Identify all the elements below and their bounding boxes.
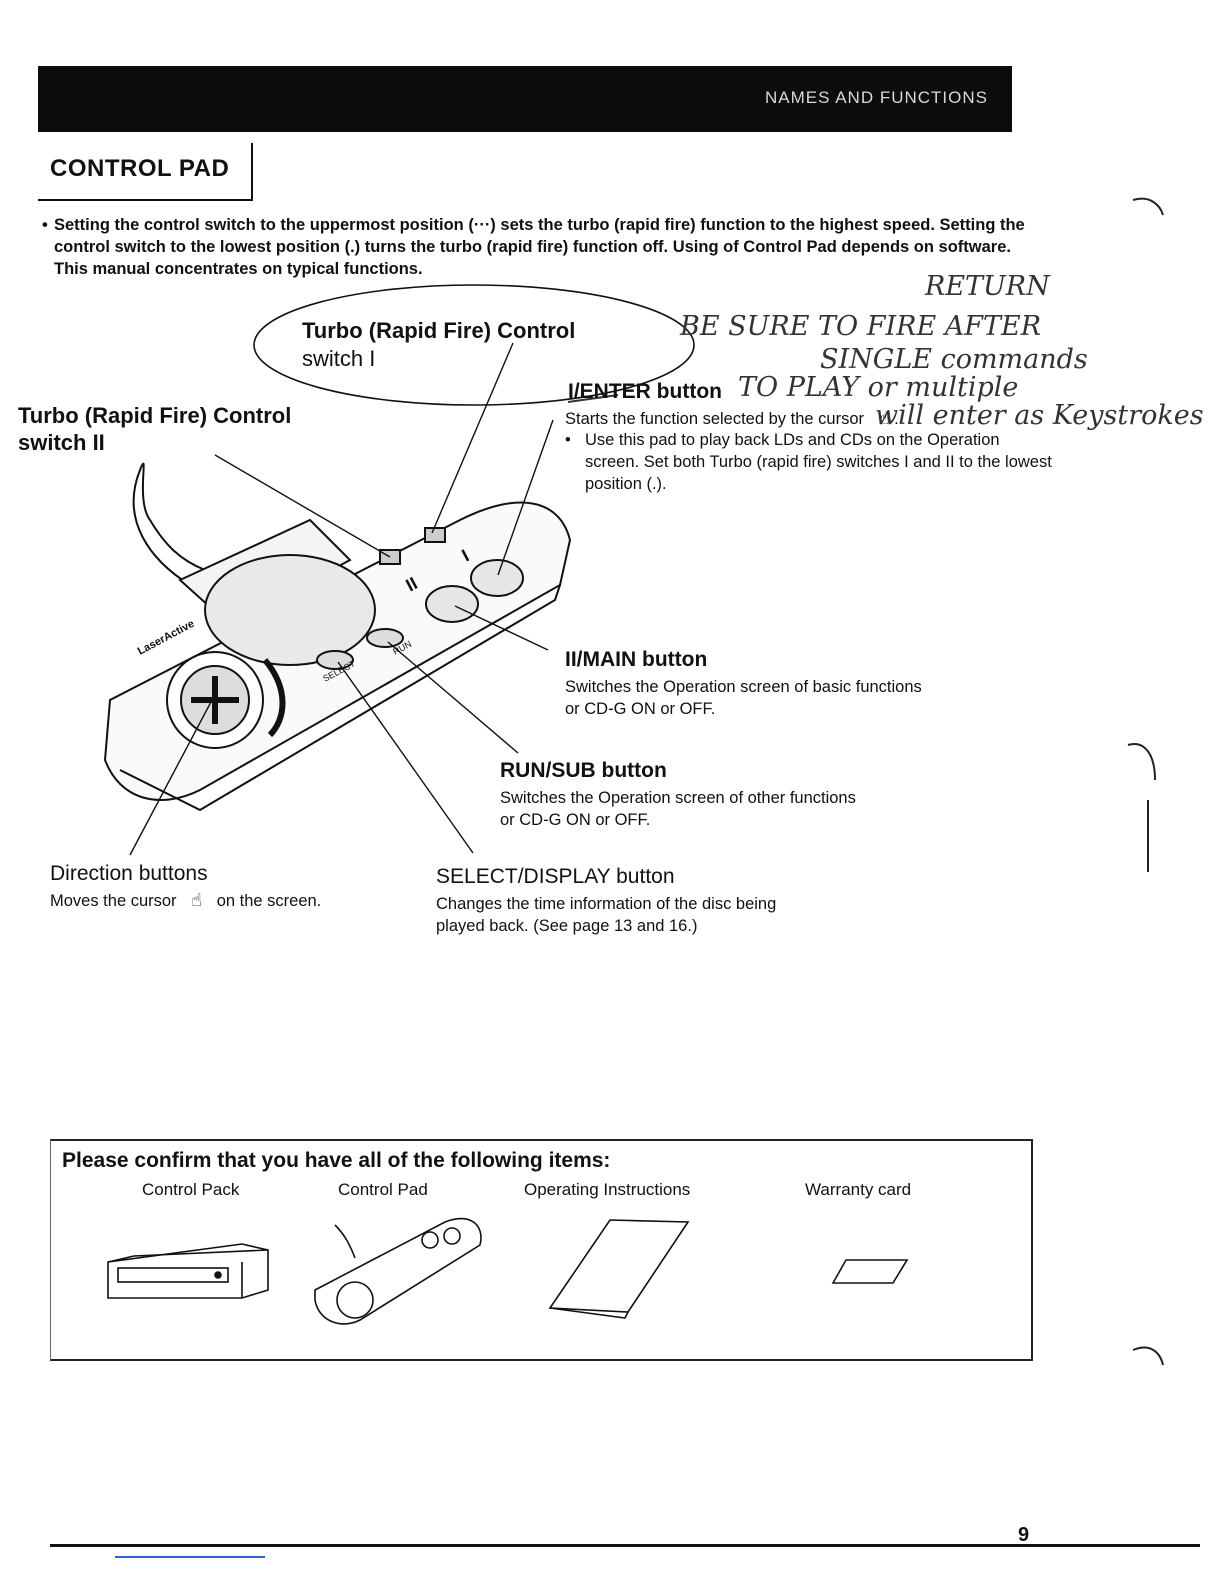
leader-turbo-2 bbox=[214, 454, 391, 558]
cable bbox=[132, 462, 206, 586]
select-button-desc-2: played back. (See page 13 and 16.) bbox=[436, 917, 698, 935]
margin-marks bbox=[1127, 197, 1164, 1366]
main-button-label: II/MAIN button bbox=[565, 648, 708, 671]
control-pack-illustration bbox=[107, 1243, 269, 1299]
intro-bullet: • bbox=[42, 216, 48, 234]
hand-line-3: SINGLE commands bbox=[820, 344, 1088, 375]
hand-cursor-icon: ☝ bbox=[191, 890, 203, 910]
hand-line-5: will enter as Keystrokes bbox=[875, 400, 1204, 431]
enter-button-label: I/ENTER button bbox=[568, 380, 722, 403]
item-warranty-card-label: Warranty card bbox=[805, 1180, 912, 1199]
warranty-card-illustration bbox=[831, 1259, 909, 1284]
direction-buttons-label: Direction buttons bbox=[50, 862, 208, 885]
direction-desc-before: Moves the cursor bbox=[50, 892, 177, 910]
leader-select bbox=[337, 661, 474, 854]
control-pad-illustration bbox=[314, 1217, 482, 1325]
footer-link-underline bbox=[115, 1556, 265, 1558]
leader-direction bbox=[129, 699, 213, 856]
intro-text: Setting the control switch to the upperm… bbox=[54, 216, 1025, 278]
footer-rule bbox=[50, 1544, 1200, 1547]
leader-run bbox=[387, 641, 519, 754]
items-checklist-title: Please confirm that you have all of the … bbox=[62, 1149, 611, 1172]
intro-paragraph: • Setting the control switch to the uppe… bbox=[42, 214, 1042, 280]
leader-enter bbox=[497, 419, 554, 576]
leader-main bbox=[454, 605, 549, 651]
hand-line-4: TO PLAY or multiple bbox=[738, 372, 1018, 403]
direction-arc bbox=[262, 658, 286, 738]
pad-dome bbox=[204, 554, 376, 666]
enter-button-desc: Starts the function selected by the curs… bbox=[565, 410, 864, 428]
header-title: NAMES AND FUNCTIONS bbox=[764, 88, 988, 107]
desc-period: . bbox=[894, 410, 899, 428]
turbo-switch-1-shape bbox=[424, 527, 446, 543]
main-button-shape bbox=[425, 585, 479, 623]
pad-lower-edge bbox=[119, 584, 561, 812]
strike-mark bbox=[567, 394, 619, 403]
turbo-switch-1-sublabel: switch I bbox=[302, 346, 376, 371]
select-button-shape bbox=[316, 650, 354, 670]
item-control-pad-label: Control Pad bbox=[338, 1180, 428, 1199]
run-button-desc-1: Switches the Operation screen of other f… bbox=[500, 789, 856, 807]
section-title: CONTROL PAD bbox=[50, 155, 230, 182]
intro-text-wrap: • Setting the control switch to the uppe… bbox=[42, 214, 1042, 280]
direction-cross bbox=[191, 676, 239, 724]
hand-line-1: RETURN bbox=[924, 271, 1051, 302]
enter-button-desc-row: Starts the function selected by the curs… bbox=[565, 407, 899, 430]
leader-lines bbox=[129, 342, 554, 856]
section-title-box bbox=[38, 143, 253, 201]
device-illustration bbox=[103, 462, 572, 812]
turbo-switch-1-label: Turbo (Rapid Fire) Control bbox=[302, 318, 576, 343]
hand-cursor-icon: ☝ bbox=[878, 408, 890, 428]
page-number: 9 bbox=[1018, 1524, 1030, 1546]
select-button-desc-1: Changes the time information of the disc… bbox=[436, 895, 777, 913]
select-button-label: SELECT/DISPLAY button bbox=[436, 865, 675, 888]
run-button-desc-2: or CD-G ON or OFF. bbox=[500, 811, 651, 829]
handwritten-note: RETURN BE SURE TO FIRE AFTER SINGLE comm… bbox=[567, 271, 1204, 431]
run-button-label: RUN/SUB button bbox=[500, 759, 667, 782]
main-button-desc-1: Switches the Operation screen of basic f… bbox=[565, 678, 922, 696]
enter-note-bullet: • bbox=[565, 431, 571, 449]
enter-note-text: Use this pad to play back LDs and CDs on… bbox=[585, 431, 1052, 493]
margin-mark-4 bbox=[1132, 1346, 1164, 1366]
item-operating-instructions-label: Operating Instructions bbox=[524, 1180, 691, 1199]
turbo-switch-2-label: Turbo (Rapid Fire) Control bbox=[18, 403, 292, 428]
margin-mark-1 bbox=[1132, 197, 1164, 216]
leader-turbo-1 bbox=[431, 342, 514, 534]
item-control-pack-label: Control Pack bbox=[142, 1180, 240, 1199]
operating-instructions-illustration bbox=[548, 1219, 690, 1319]
enter-button-shape bbox=[470, 559, 524, 597]
turbo-switch-2-sublabel: switch II bbox=[18, 430, 105, 455]
callout-ellipse bbox=[253, 284, 695, 406]
margin-mark-2 bbox=[1127, 743, 1156, 781]
run-button-shape bbox=[366, 628, 404, 648]
header-bar: NAMES AND FUNCTIONS bbox=[38, 66, 1012, 132]
enter-button-note: • Use this pad to play back LDs and CDs … bbox=[565, 429, 1055, 495]
items-checklist-box bbox=[50, 1139, 1033, 1361]
hand-line-2: BE SURE TO FIRE AFTER bbox=[679, 311, 1041, 342]
direction-desc-after: on the screen. bbox=[216, 892, 322, 910]
main-button-desc-2: or CD-G ON or OFF. bbox=[565, 700, 716, 718]
direction-buttons-desc: Moves the cursor ☝ on the screen. bbox=[50, 889, 321, 912]
